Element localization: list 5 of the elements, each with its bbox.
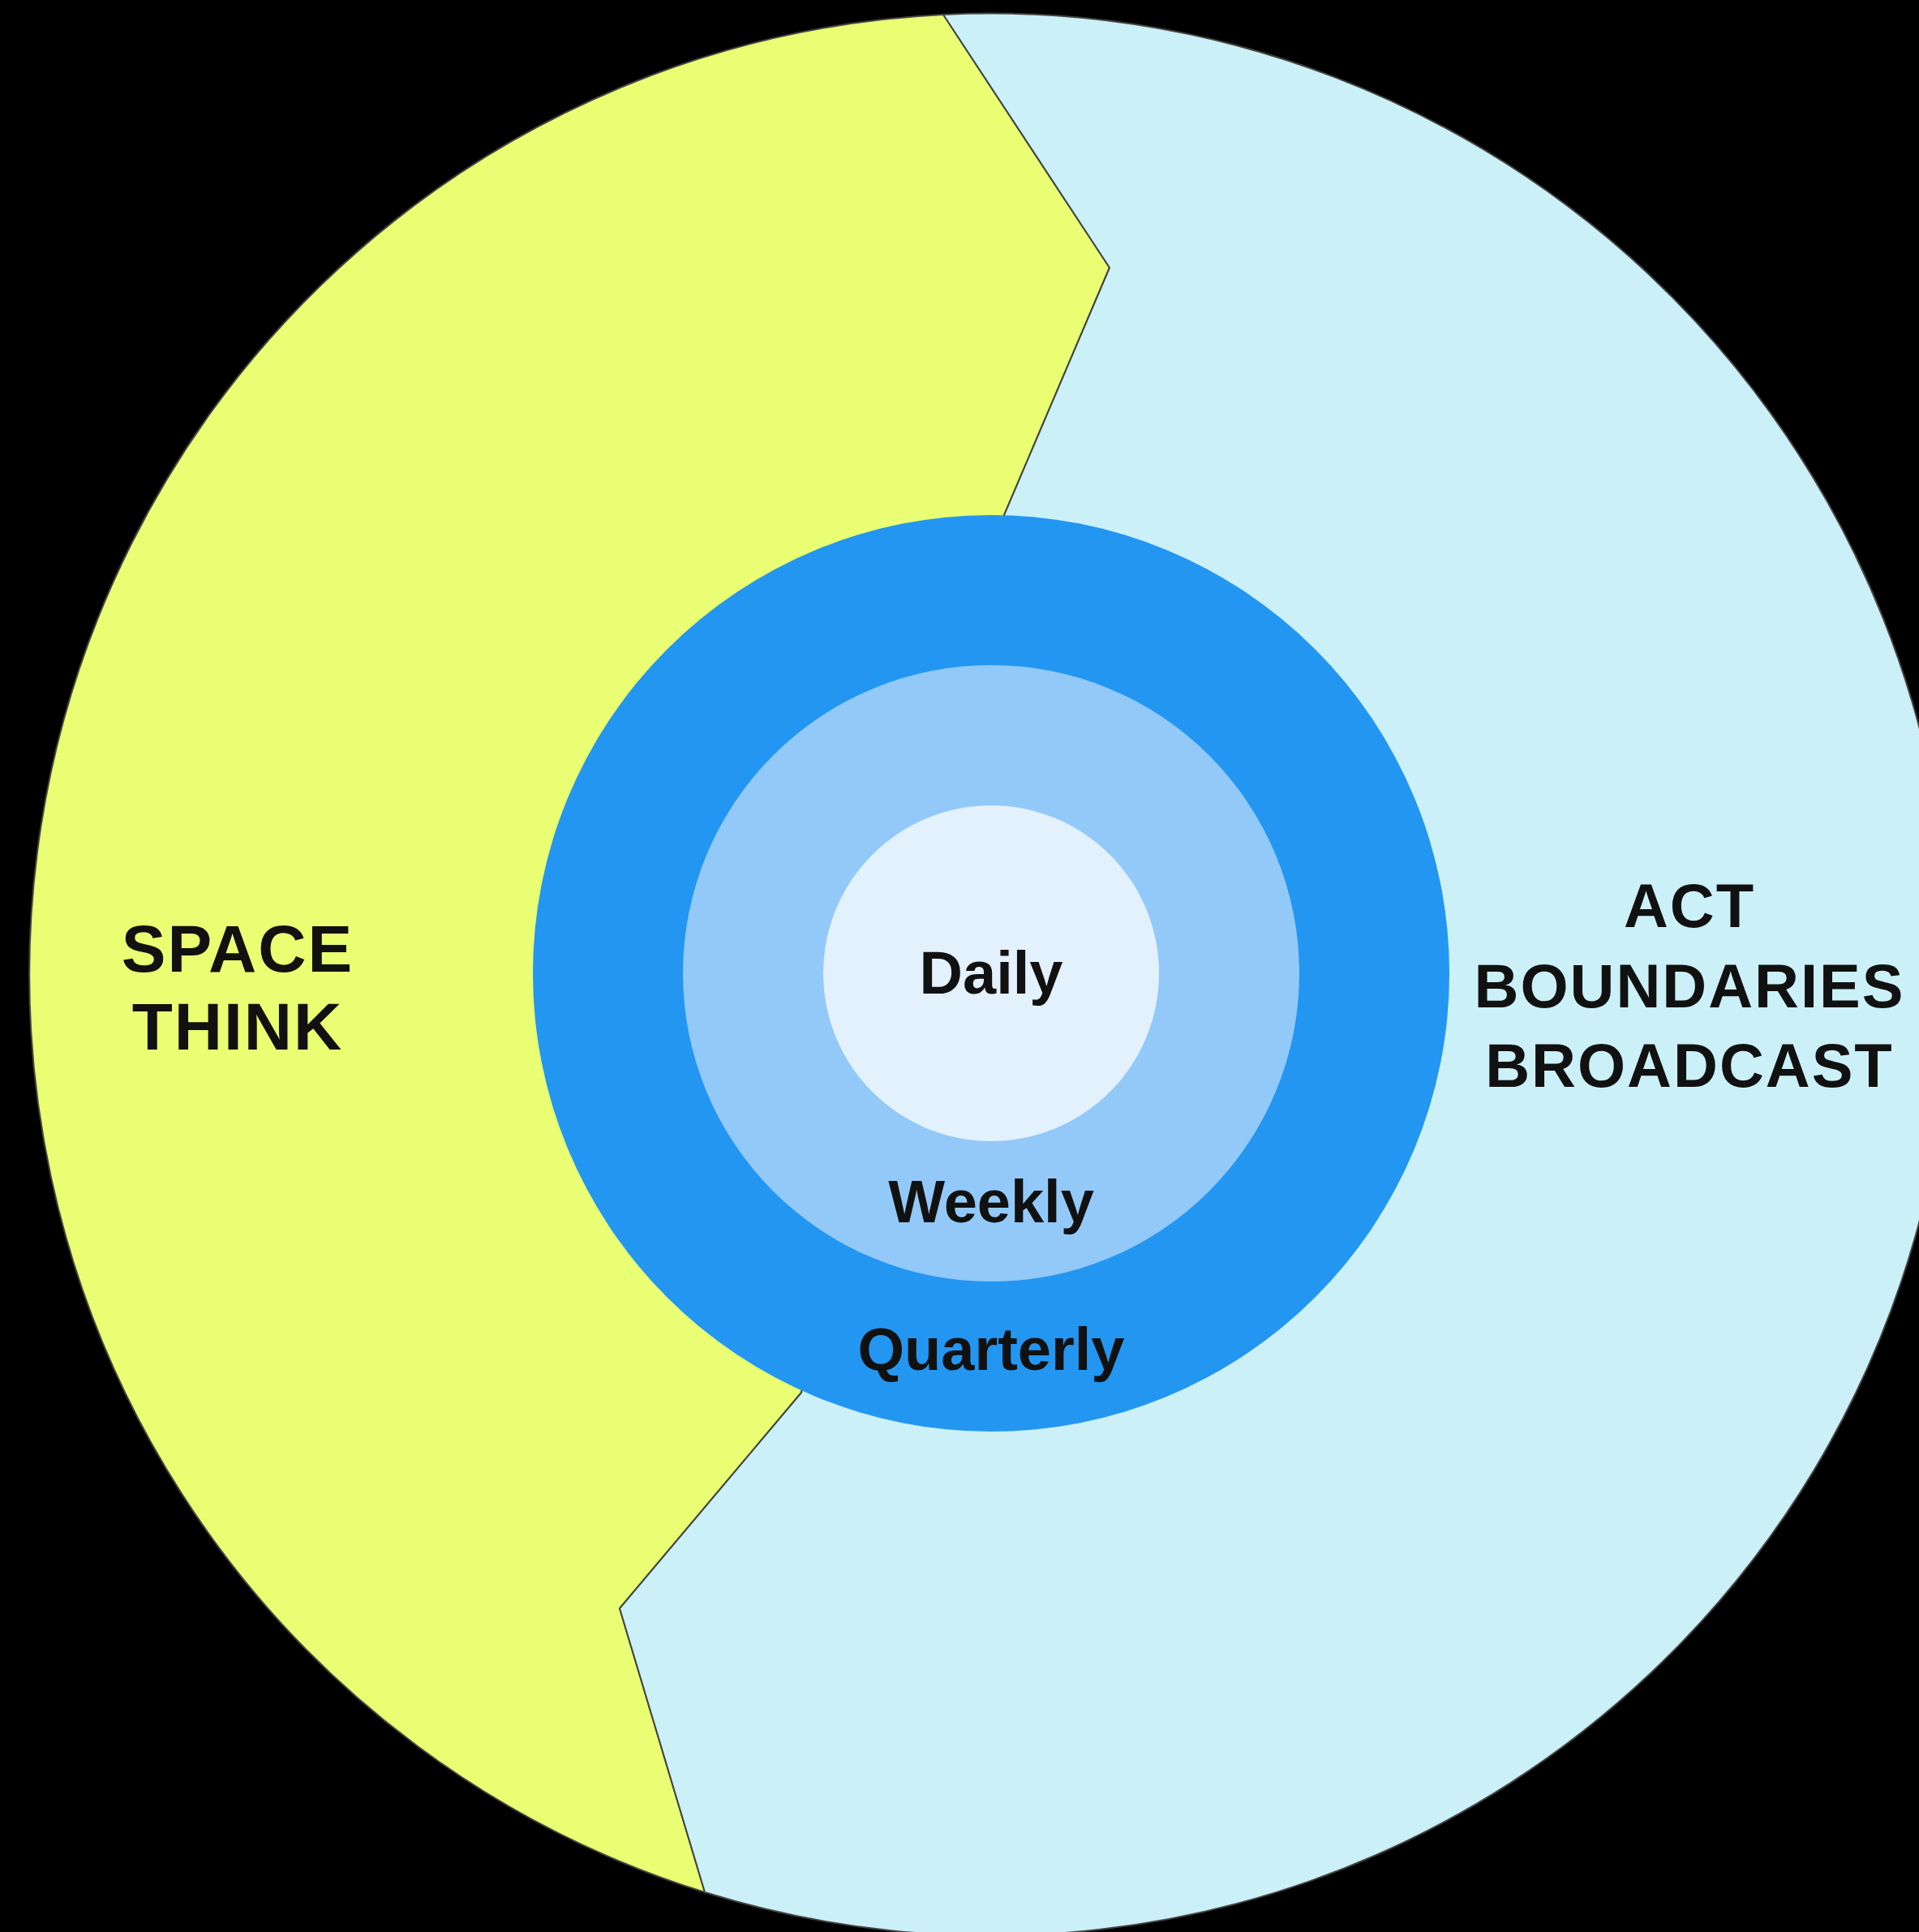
region-label: SPACE <box>121 916 354 982</box>
region-label: BROADCAST <box>1485 1035 1894 1097</box>
region-label: THINK <box>131 994 344 1060</box>
region-label: BOUNDARIES <box>1474 955 1905 1017</box>
region-label: ACT <box>1623 875 1756 937</box>
